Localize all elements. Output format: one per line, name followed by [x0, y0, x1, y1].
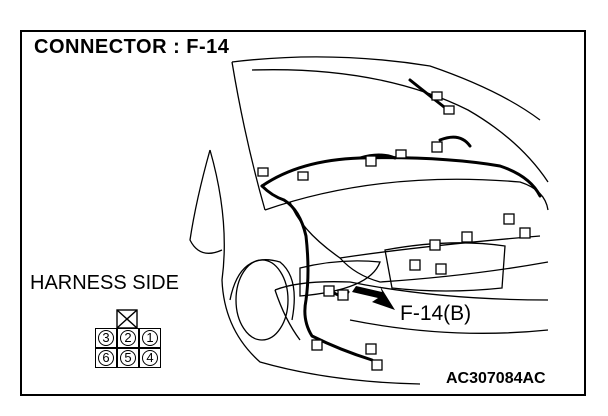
pin-5: 5	[120, 350, 136, 366]
harness-side-label: HARNESS SIDE	[30, 272, 179, 294]
diagram-frame	[20, 30, 586, 396]
arrow-pointer-icon	[352, 286, 395, 310]
figure-code: AC307084AC	[446, 370, 546, 387]
pin-1-cell: 1	[139, 328, 161, 348]
pin-5-cell: 5	[117, 348, 139, 368]
pin-1: 1	[142, 330, 158, 346]
pin-3: 3	[98, 330, 114, 346]
pin-4: 4	[142, 350, 158, 366]
connector-callout-label: F-14(B)	[400, 302, 472, 325]
pin-2-cell: 2	[117, 328, 139, 348]
pin-2: 2	[120, 330, 136, 346]
pin-6-cell: 6	[95, 348, 117, 368]
pin-6: 6	[98, 350, 114, 366]
diagram-title: CONNECTOR : F-14	[34, 36, 230, 58]
pin-3-cell: 3	[95, 328, 117, 348]
lock-tab-icon	[116, 309, 138, 329]
pin-4-cell: 4	[139, 348, 161, 368]
